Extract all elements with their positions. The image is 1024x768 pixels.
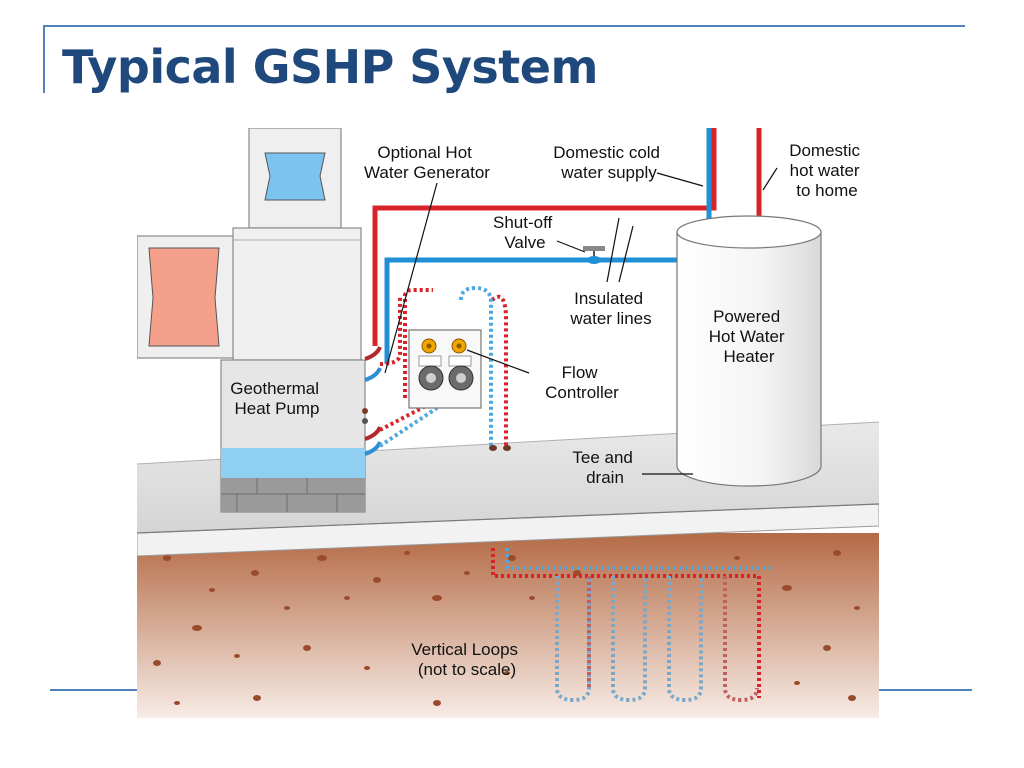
fc-cold-loop	[459, 285, 493, 446]
slide-title: Typical GSHP System	[62, 40, 598, 94]
fc-cold-to-pump	[378, 406, 439, 448]
ground-loop-field	[491, 548, 773, 703]
air-handler	[232, 227, 362, 361]
label-water-heater: Powered Hot Water Heater	[709, 307, 790, 366]
label-shutoff-valve: Shut-off Valve	[493, 213, 557, 252]
heat-pump-base	[221, 478, 365, 512]
label-hot-water-generator: Optional Hot Water Generator	[364, 143, 490, 182]
label-cold-supply: Domestic cold water supply	[553, 143, 665, 182]
gshp-diagram: Optional Hot Water Generator Domestic co…	[137, 128, 879, 718]
soil-pebbles	[153, 536, 860, 706]
fc-hot-loop	[403, 288, 433, 398]
footer-rule-right	[878, 689, 972, 691]
flow-controller-unit	[408, 329, 482, 409]
footer-rule-left	[50, 689, 140, 691]
shutoff-valve	[583, 246, 605, 264]
leader-lines	[384, 167, 778, 475]
duct-vent-blue	[264, 152, 326, 201]
title-rule-left	[43, 25, 45, 93]
hot-supply-pipe	[372, 128, 717, 346]
label-insulated-lines: Insulated water lines	[569, 289, 651, 328]
fc-hot-down	[490, 294, 508, 448]
label-tee-drain: Tee and drain	[572, 448, 637, 487]
soil	[137, 533, 879, 718]
duct-vent-red	[148, 247, 220, 347]
title-rule-top	[43, 25, 965, 27]
heat-pump-blue-band	[221, 448, 365, 478]
fc-hot-lower	[379, 398, 438, 432]
fc-hot-to-pump	[379, 296, 402, 366]
label-heat-pump: Geothermal Heat Pump	[230, 379, 324, 418]
label-flow-controller: Flow Controller	[545, 363, 619, 402]
label-vertical-loops: Vertical Loops (not to scale)	[411, 640, 523, 679]
label-hot-to-home: Domestic hot water to home	[789, 141, 865, 200]
